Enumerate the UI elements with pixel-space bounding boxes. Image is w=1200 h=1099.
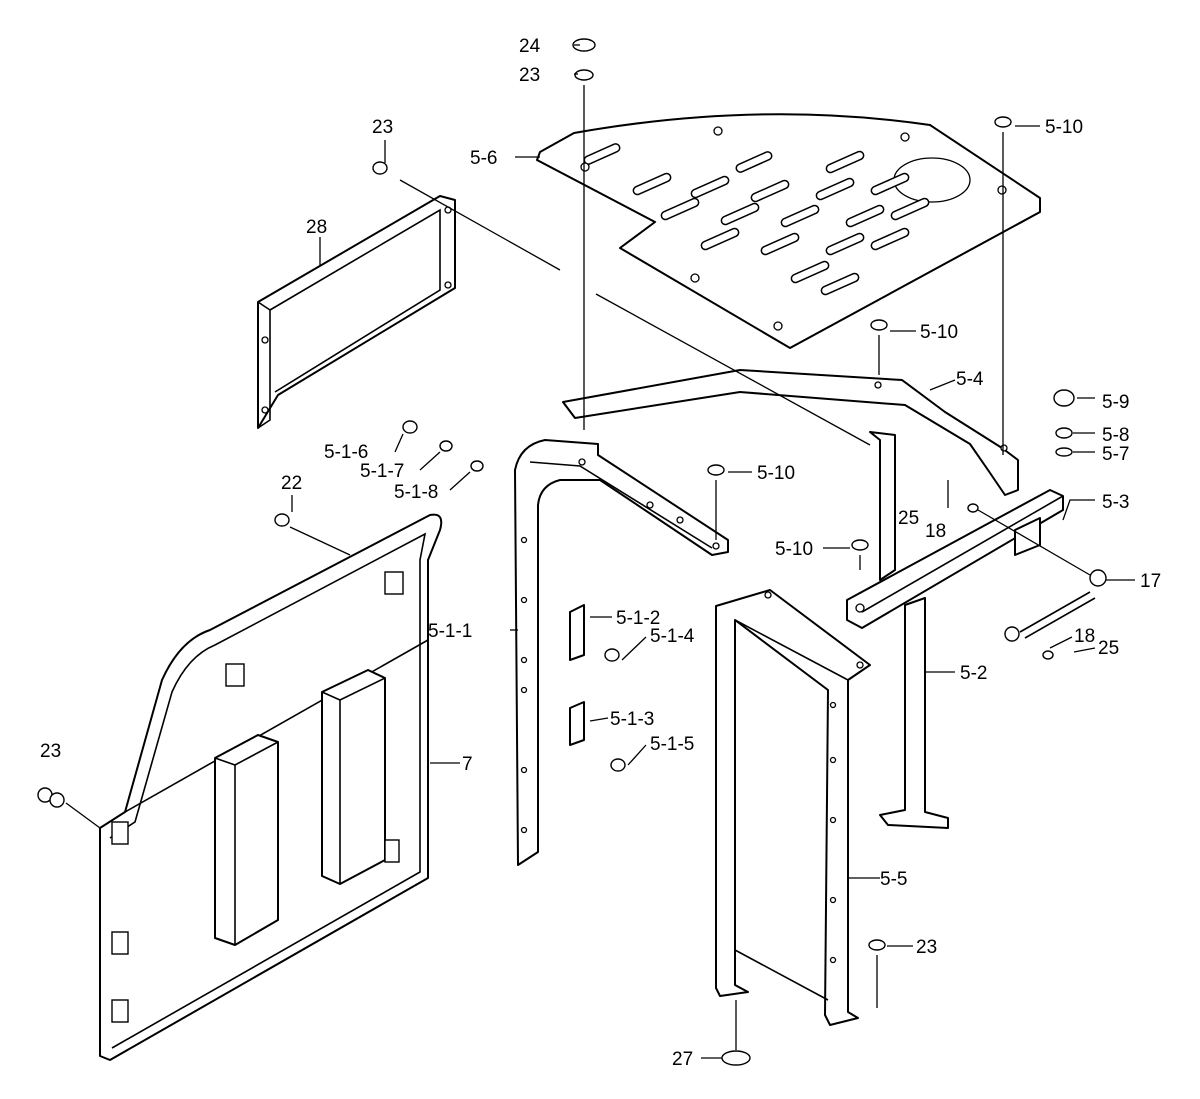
callout-label: 5-9: [1102, 392, 1129, 413]
callout-label: 27: [672, 1049, 693, 1070]
callout-label: 23: [916, 937, 937, 958]
callout-label: 5-1-8: [394, 482, 438, 503]
callout-label: 5-1-7: [360, 461, 404, 482]
callout-label: 25: [898, 508, 919, 529]
callout-labels: 24 23 5-6 5-10 23 28 5-10 5-4 5-9 5-8 5-…: [40, 36, 1161, 1070]
callout-label: 5-4: [956, 369, 984, 390]
rod-assembly: [1004, 569, 1107, 642]
callout-label: 5-1-5: [650, 734, 694, 755]
callout-label: 24: [519, 36, 541, 57]
callout-label: 5-7: [1102, 444, 1129, 465]
front-frame: [514, 439, 729, 866]
callout-label: 18: [925, 521, 946, 542]
side-cover-panel: [99, 513, 443, 1061]
callout-label: 17: [1140, 571, 1161, 592]
callout-label: 23: [372, 117, 393, 138]
lower-frame: [715, 589, 871, 1026]
upper-frame: [562, 369, 1019, 496]
callout-label: 5-6: [470, 148, 497, 169]
callout-label: 5-2: [960, 663, 987, 684]
callout-label: 5-1-1: [428, 621, 472, 642]
callout-label: 28: [306, 217, 327, 238]
side-bracket: [257, 195, 456, 429]
support-leg: [879, 597, 949, 829]
callout-label: 5-3: [1102, 492, 1129, 513]
callout-label: 5-10: [920, 322, 958, 343]
callout-label: 5-10: [757, 463, 795, 484]
leader-lines: [65, 44, 1135, 1059]
callout-label: 5-1-2: [616, 608, 660, 629]
callout-label: 5-1-3: [610, 709, 654, 730]
small-brackets: [569, 604, 585, 746]
callout-label: 23: [519, 65, 540, 86]
callout-label: 25: [1098, 638, 1119, 659]
callout-label: 22: [281, 473, 302, 494]
callout-label: 7: [462, 754, 473, 775]
callout-label: 5-10: [775, 539, 813, 560]
callout-label: 18: [1074, 626, 1095, 647]
callout-label: 23: [40, 741, 61, 762]
cross-bar: [846, 431, 1064, 629]
callout-label: 5-8: [1102, 425, 1129, 446]
fasteners: [37, 38, 1075, 1066]
vent-slots: [583, 143, 930, 296]
top-cover-plate: [536, 113, 1041, 349]
callout-label: 5-1-4: [650, 626, 695, 647]
callout-label: 5-5: [880, 869, 907, 890]
callout-label: 5-1-6: [324, 442, 368, 463]
callout-label: 5-10: [1045, 117, 1083, 138]
